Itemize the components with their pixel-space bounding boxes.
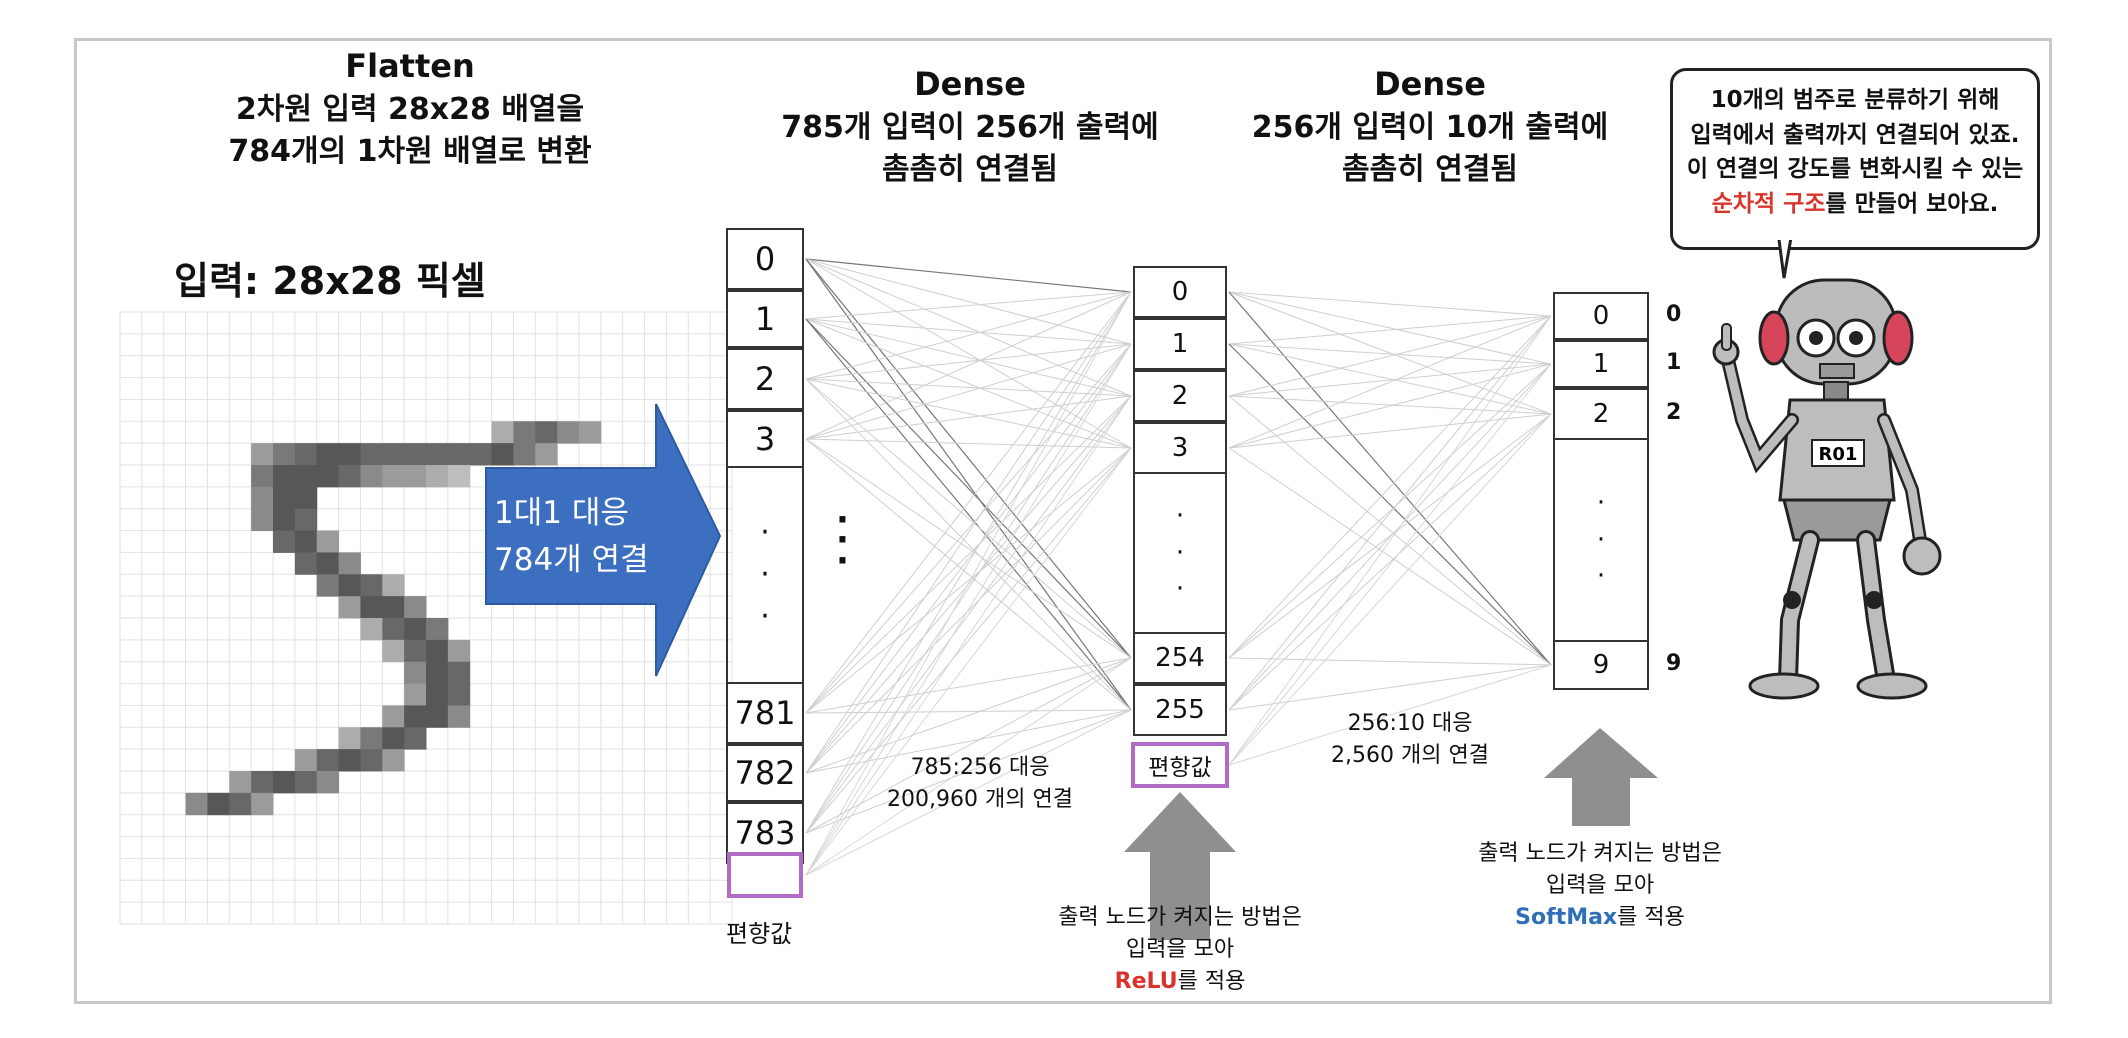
relu-suffix: 를 적용 [1177, 968, 1246, 994]
layer1-bias-node [727, 852, 803, 898]
speech-suffix: 를 만들어 보아요. [1825, 190, 1999, 217]
softmax-suffix: 를 적용 [1617, 904, 1685, 930]
robot-badge: R01 [1819, 444, 1858, 465]
speech-line-3: 이 연결의 강도를 변화시킬 수 있는 [1686, 156, 2024, 182]
input-label: 입력: 28x28 픽셀 [174, 259, 486, 303]
softmax-note-line-2: 입력을 모아 [1545, 872, 1655, 898]
layer2-node-0: 0 [1133, 266, 1227, 318]
connections-ellipsis: ··· [836, 500, 849, 581]
softmax-highlight: SoftMax [1515, 904, 1618, 930]
flatten-arrow-label: 1대1 대응 784개 연결 [494, 490, 674, 583]
softmax-note: 출력 노드가 켜지는 방법은 입력을 모아 SoftMax를 적용 [1430, 838, 1770, 934]
flatten-arrow-line-1: 1대1 대응 [494, 495, 629, 531]
dense1-header: Dense 785개 입력이 256개 출력에 촘촘히 연결됨 [740, 62, 1200, 191]
dense2-connections [1228, 291, 1552, 711]
layer2-node-254: 254 [1133, 632, 1227, 684]
output-class-label-9: 9 [1666, 651, 1682, 676]
layer1-node-781: 781 [726, 682, 804, 744]
flatten-desc-1: 2차원 입력 28x28 배열을 [235, 91, 585, 127]
dense2-desc-2: 촘촘히 연결됨 [1341, 151, 1519, 187]
softmax-up-arrow [1544, 728, 1658, 826]
speech-line-2: 입력에서 출력까지 연결되어 있죠. [1690, 121, 2020, 148]
relu-note-line-1: 출력 노드가 켜지는 방법은 [1058, 905, 1302, 930]
output-class-label-0: 0 [1666, 302, 1682, 327]
dense2-desc-1: 256개 입력이 10개 출력에 [1251, 109, 1609, 145]
softmax-note-line-1: 출력 노드가 켜지는 방법은 [1478, 841, 1722, 866]
dense2-connection-count: 2,560 개의 연결 [1331, 742, 1489, 768]
layer2-node-1: 1 [1133, 318, 1227, 370]
layer1-node-3: 3 [726, 410, 804, 468]
dense1-connections [805, 258, 1132, 834]
layer3-node-0: 0 [1553, 292, 1649, 340]
layer3-node-2: 2 [1553, 388, 1649, 440]
layer2-node-3: 3 [1133, 422, 1227, 474]
dense2-header: Dense 256개 입력이 10개 출력에 촘촘히 연결됨 [1200, 62, 1660, 191]
bias-connections [805, 291, 1552, 876]
layer2-bias-node: 편향값 [1131, 742, 1229, 788]
flatten-arrow-line-2: 784개 연결 [494, 541, 649, 578]
layer1-node-1: 1 [726, 290, 804, 348]
layer1-ellipsis: ··· [726, 468, 804, 682]
output-class-label-1: 1 [1666, 350, 1682, 375]
flatten-desc-2: 784개의 1차원 배열로 변환 [228, 133, 592, 169]
layer1-node-2: 2 [726, 348, 804, 410]
dense1-connection-caption: 785:256 대응 200,960 개의 연결 [850, 752, 1110, 816]
relu-note-line-2: 입력을 모아 [1125, 936, 1235, 962]
dense2-connection-caption: 256:10 대응 2,560 개의 연결 [1290, 708, 1530, 772]
dense2-title: Dense [1374, 65, 1486, 103]
relu-highlight: ReLU [1114, 968, 1178, 994]
layer3-node-9: 9 [1553, 640, 1649, 690]
layer1-node-0: 0 [726, 228, 804, 290]
flatten-header: Flatten 2차원 입력 28x28 배열을 784개의 1차원 배열로 변… [200, 44, 620, 173]
softmax-note-line-3: SoftMax를 적용 [1430, 902, 1770, 934]
relu-up-arrow [1124, 792, 1236, 940]
speech-line-1: 10개의 범주로 분류하기 위해 [1710, 87, 2000, 113]
dense1-desc-2: 촘촘히 연결됨 [881, 151, 1059, 187]
mnist-digit-image [185, 421, 602, 816]
dense1-connection-ratio: 785:256 대응 [910, 755, 1050, 780]
output-class-label-2: 2 [1666, 400, 1682, 425]
relu-note-line-3: ReLU를 적용 [1010, 966, 1350, 998]
layer3-ellipsis: ··· [1553, 440, 1649, 640]
layer2-node-255: 255 [1133, 684, 1227, 736]
layer2-node-2: 2 [1133, 370, 1227, 422]
layer1-node-782: 782 [726, 744, 804, 802]
robot-illustration: R01 [1712, 240, 1942, 700]
flatten-arrow-shape [485, 403, 722, 677]
layer2-ellipsis: ··· [1133, 474, 1227, 632]
dense1-title: Dense [914, 65, 1026, 103]
dense1-connection-count: 200,960 개의 연결 [887, 786, 1073, 812]
flatten-title: Flatten [345, 47, 475, 85]
speech-highlight: 순차적 구조 [1711, 190, 1826, 217]
speech-bubble: 10개의 범주로 분류하기 위해 입력에서 출력까지 연결되어 있죠. 이 연결… [1670, 68, 2040, 250]
relu-note: 출력 노드가 켜지는 방법은 입력을 모아 ReLU를 적용 [1010, 902, 1350, 998]
speech-line-4: 순차적 구조를 만들어 보아요. [1673, 187, 2037, 222]
dense1-desc-1: 785개 입력이 256개 출력에 [781, 109, 1159, 145]
layer2-bias-label: 편향값 [1148, 755, 1212, 781]
layer3-node-1: 1 [1553, 340, 1649, 388]
dense2-connection-ratio: 256:10 대응 [1347, 711, 1473, 736]
layer1-bias-label: 편향값 [726, 920, 793, 948]
